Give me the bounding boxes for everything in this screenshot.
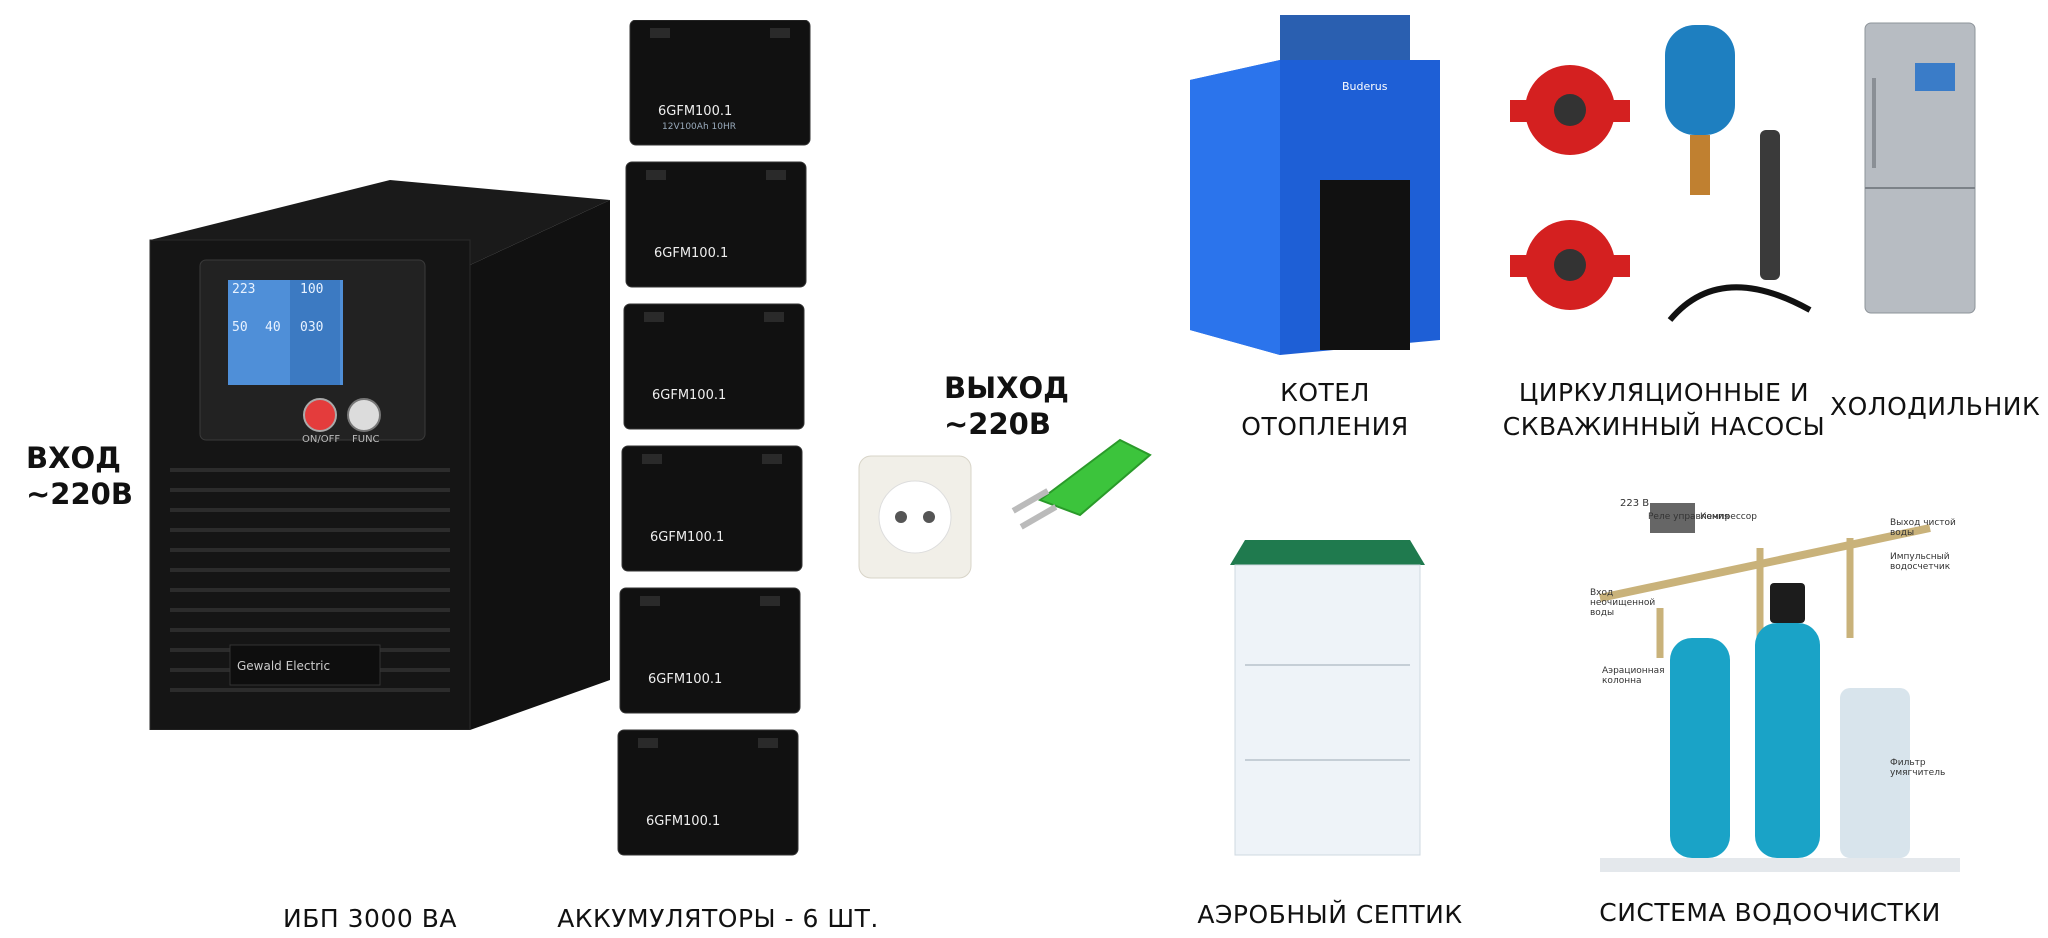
water-note-aeration: Аэрационная колонна <box>1602 666 1665 686</box>
water-note-voltage: 223 В <box>1620 498 1650 509</box>
ups-func-label: FUNC <box>352 434 380 445</box>
water-note-softener: Фильтр умягчитель <box>1890 758 1946 778</box>
water-caption: СИСТЕМА ВОДООЧИСТКИ <box>1599 898 1941 927</box>
boiler-caption: КОТЕЛ ОТОПЛЕНИЯ <box>1210 376 1440 444</box>
water-note-meter: Импульсный водосчетчик <box>1890 552 1951 572</box>
ups-lcd-value-2: 100 <box>300 282 324 297</box>
wall-socket <box>855 452 975 582</box>
ups-brand: Gewald Electric <box>237 659 331 673</box>
boiler-caption-line1: КОТЕЛ <box>1280 378 1370 407</box>
battery-model-4: 6GFM100.1 <box>650 530 725 545</box>
output-label-line2: ~220В <box>944 407 1051 441</box>
output-label: ВЫХОД ~220В <box>944 370 1069 442</box>
ups-lcd-value-4: 40 <box>265 320 281 335</box>
battery-model-2: 6GFM100.1 <box>654 246 729 261</box>
ups-lcd-value-3: 50 <box>232 320 248 335</box>
refrigerator <box>1860 18 1980 318</box>
power-icon <box>142 448 156 462</box>
input-label: ВХОД ~220В <box>26 440 133 512</box>
water-note-output: Выход чистой воды <box>1890 518 1956 538</box>
boiler-brand: Buderus <box>1342 80 1388 93</box>
output-label-line1: ВЫХОД <box>944 371 1069 405</box>
battery-stack: 6GFM100.1 6GFM100.1 6GFM100.1 6GFM100.1 … <box>610 20 830 880</box>
ups-caption: ИБП 3000 ВА <box>283 904 457 933</box>
power-plug-icon <box>1000 420 1160 540</box>
boiler-caption-line2: ОТОПЛЕНИЯ <box>1241 412 1409 441</box>
ups-lcd-value-5: 030 <box>300 320 324 335</box>
battery-model-5: 6GFM100.1 <box>648 672 723 687</box>
septic-caption: АЭРОБНЫЙ СЕПТИК <box>1197 900 1463 929</box>
ups-unit: 223 100 50 40 030 ON/OFF FUNC Gewald Ele… <box>140 170 620 730</box>
water-note-compressor: Компрессор <box>1700 512 1757 522</box>
pumps-caption: ЦИРКУЛЯЦИОННЫЕ И СКВАЖИННЫЙ НАСОСЫ <box>1494 376 1834 444</box>
batteries-caption: АККУМУЛЯТОРЫ - 6 ШТ. <box>557 904 879 933</box>
battery-spec: 12V100Ah 10HR <box>662 122 736 132</box>
heating-boiler: Buderus <box>1180 10 1450 360</box>
input-label-line1: ВХОД <box>26 441 121 475</box>
ups-lcd-value-1: 223 <box>232 282 256 297</box>
battery-model-1: 6GFM100.1 <box>658 104 733 119</box>
pumps-caption-line2: СКВАЖИННЫЙ НАСОСЫ <box>1502 412 1826 441</box>
battery-model-3: 6GFM100.1 <box>652 388 727 403</box>
water-note-input: Вход неочищенной воды <box>1590 588 1656 618</box>
input-label-line2: ~220В <box>26 477 133 511</box>
pumps-group <box>1500 20 1830 340</box>
battery-model-6: 6GFM100.1 <box>646 814 721 829</box>
fridge-caption: ХОЛОДИЛЬНИК <box>1830 392 2041 421</box>
ups-onoff-label: ON/OFF <box>302 434 341 445</box>
water-note-relay: Реле управления <box>1648 512 1730 522</box>
pumps-caption-line1: ЦИРКУЛЯЦИОННЫЕ И <box>1518 378 1810 407</box>
aerobic-septic <box>1225 535 1435 865</box>
water-treatment-system: 223 В Реле управления Компрессор Вход не… <box>1560 488 1960 878</box>
